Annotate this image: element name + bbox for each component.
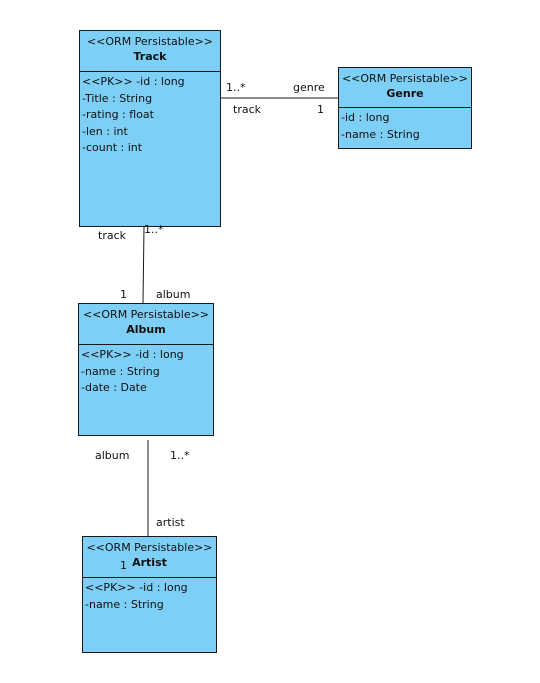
genre-attributes: -id : long -name : String [339,108,471,143]
album-artist-album-role: album [95,449,130,462]
track-album-album-role: album [156,288,191,301]
album-artist-artist-multiplicity: 1 [120,559,127,572]
track-album-track-role: track [98,229,126,242]
track-attr-id: <<PK>> -id : long [82,75,185,88]
track-attr-count: -count : int [82,141,143,154]
track-album-association [142,226,145,304]
artist-attr-name: -name : String [85,597,164,611]
track-album-track-multiplicity: 1..* [144,223,164,236]
album-attr-date: -date : Date [81,381,147,394]
track-class-header: <<ORM Persistable>> Track [80,31,220,72]
artist-class-name: Artist [132,556,167,569]
track-genre-track-multiplicity: 1..* [226,81,246,94]
artist-attr-id: <<PK>> -id : long [85,581,188,594]
artist-class-header: <<ORM Persistable>> Artist [83,537,216,578]
album-attr-id: <<PK>> -id : long [81,348,184,361]
album-attr-name: -name : String [81,364,160,378]
genre-stereotype: <<ORM Persistable>> [341,72,469,85]
track-genre-track-role: track [233,103,261,116]
artist-stereotype: <<ORM Persistable>> [86,541,213,554]
album-class-name: Album [126,323,166,336]
album-class[interactable]: <<ORM Persistable>> Album <<PK>> -id : l… [78,303,214,436]
track-genre-genre-role: genre [293,81,325,94]
track-stereotype: <<ORM Persistable>> [86,35,214,48]
artist-attributes: <<PK>> -id : long -name : String [83,578,216,613]
track-album-album-multiplicity: 1 [120,288,127,301]
album-stereotype: <<ORM Persistable>> [82,308,210,321]
track-class-name: Track [133,50,167,63]
album-artist-artist-role: artist [156,516,185,529]
album-artist-album-multiplicity: 1..* [170,449,190,462]
genre-class-header: <<ORM Persistable>> Genre [339,68,471,108]
track-attr-len: -len : int [82,124,128,138]
track-attr-title: -Title : String [82,91,153,105]
genre-class-name: Genre [386,87,424,100]
artist-class[interactable]: <<ORM Persistable>> Artist <<PK>> -id : … [82,536,217,653]
genre-attr-id: -id : long [341,111,390,124]
track-genre-genre-multiplicity: 1 [317,103,324,116]
track-class[interactable]: <<ORM Persistable>> Track <<PK>> -id : l… [79,30,221,227]
album-class-header: <<ORM Persistable>> Album [79,304,213,345]
track-attr-rating: -rating : float [82,108,154,121]
track-attributes: <<PK>> -id : long -Title : String -ratin… [80,72,220,157]
genre-class[interactable]: <<ORM Persistable>> Genre -id : long -na… [338,67,472,149]
genre-attr-name: -name : String [341,127,420,141]
album-attributes: <<PK>> -id : long -name : String -date :… [79,345,213,397]
